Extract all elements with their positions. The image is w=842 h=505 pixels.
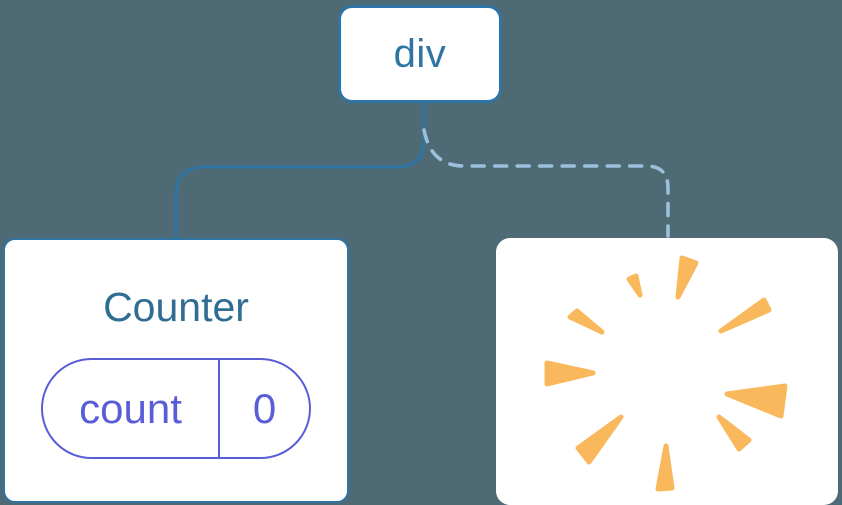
counter-component-title: Counter bbox=[103, 284, 249, 330]
poof-ray bbox=[544, 360, 596, 387]
poof-ray bbox=[575, 414, 624, 465]
tree-node-div: div bbox=[338, 5, 502, 103]
tree-node-counter: Counter count 0 bbox=[3, 238, 349, 503]
edge-solid-div-to-counter bbox=[174, 100, 426, 239]
tree-node-removed bbox=[496, 238, 838, 505]
poof-ray bbox=[626, 273, 643, 298]
state-pill: count 0 bbox=[41, 358, 311, 459]
edge-dashed-div-to-removed bbox=[422, 128, 670, 238]
poof-ray bbox=[567, 308, 605, 335]
poof-ray bbox=[675, 255, 699, 300]
poof-ray bbox=[655, 443, 675, 492]
div-node-label: div bbox=[393, 31, 447, 76]
poof-burst-icon bbox=[544, 255, 788, 492]
state-value: 0 bbox=[252, 384, 277, 432]
poof-ray bbox=[716, 414, 752, 452]
state-key-label: count bbox=[43, 360, 220, 457]
poof-ray bbox=[718, 297, 772, 334]
poof-ray bbox=[724, 383, 788, 419]
